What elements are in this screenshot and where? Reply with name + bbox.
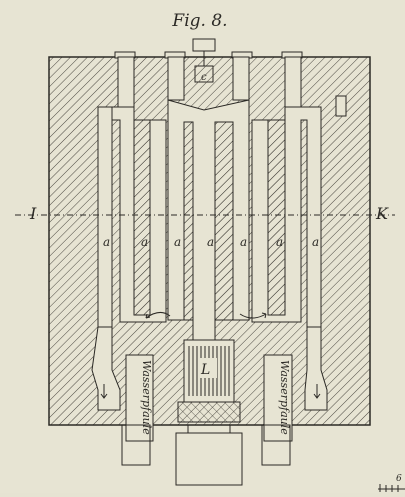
channel-label: a <box>174 235 181 249</box>
scale-bar <box>378 484 405 492</box>
top-box <box>192 38 216 52</box>
hearth-base <box>177 401 241 423</box>
flow-arrows <box>100 312 321 399</box>
channel-label: a <box>141 235 148 249</box>
water-pillar-right-label: Wasserpfaule <box>278 360 291 435</box>
foundation <box>121 424 291 486</box>
channel-label: a <box>240 235 247 249</box>
flue-channels <box>91 56 328 411</box>
section-label-right: K <box>375 204 389 223</box>
channel-label: a <box>207 235 214 249</box>
scale-number: 6 <box>396 474 402 484</box>
channel-label: a <box>276 235 283 249</box>
section-label-left: I <box>29 204 37 223</box>
water-pillar-left-label: Wasserpfaule <box>140 360 153 435</box>
channel-label: a <box>103 235 110 249</box>
hearth-label: L <box>200 362 210 378</box>
inspection-slot <box>335 95 347 117</box>
channel-labels: a a a a a a a <box>103 235 319 249</box>
water-pillar-right <box>263 354 293 442</box>
figure-title: Fig. 8. <box>171 11 227 31</box>
channel-label: a <box>312 235 319 249</box>
water-pillar-left <box>125 354 154 442</box>
